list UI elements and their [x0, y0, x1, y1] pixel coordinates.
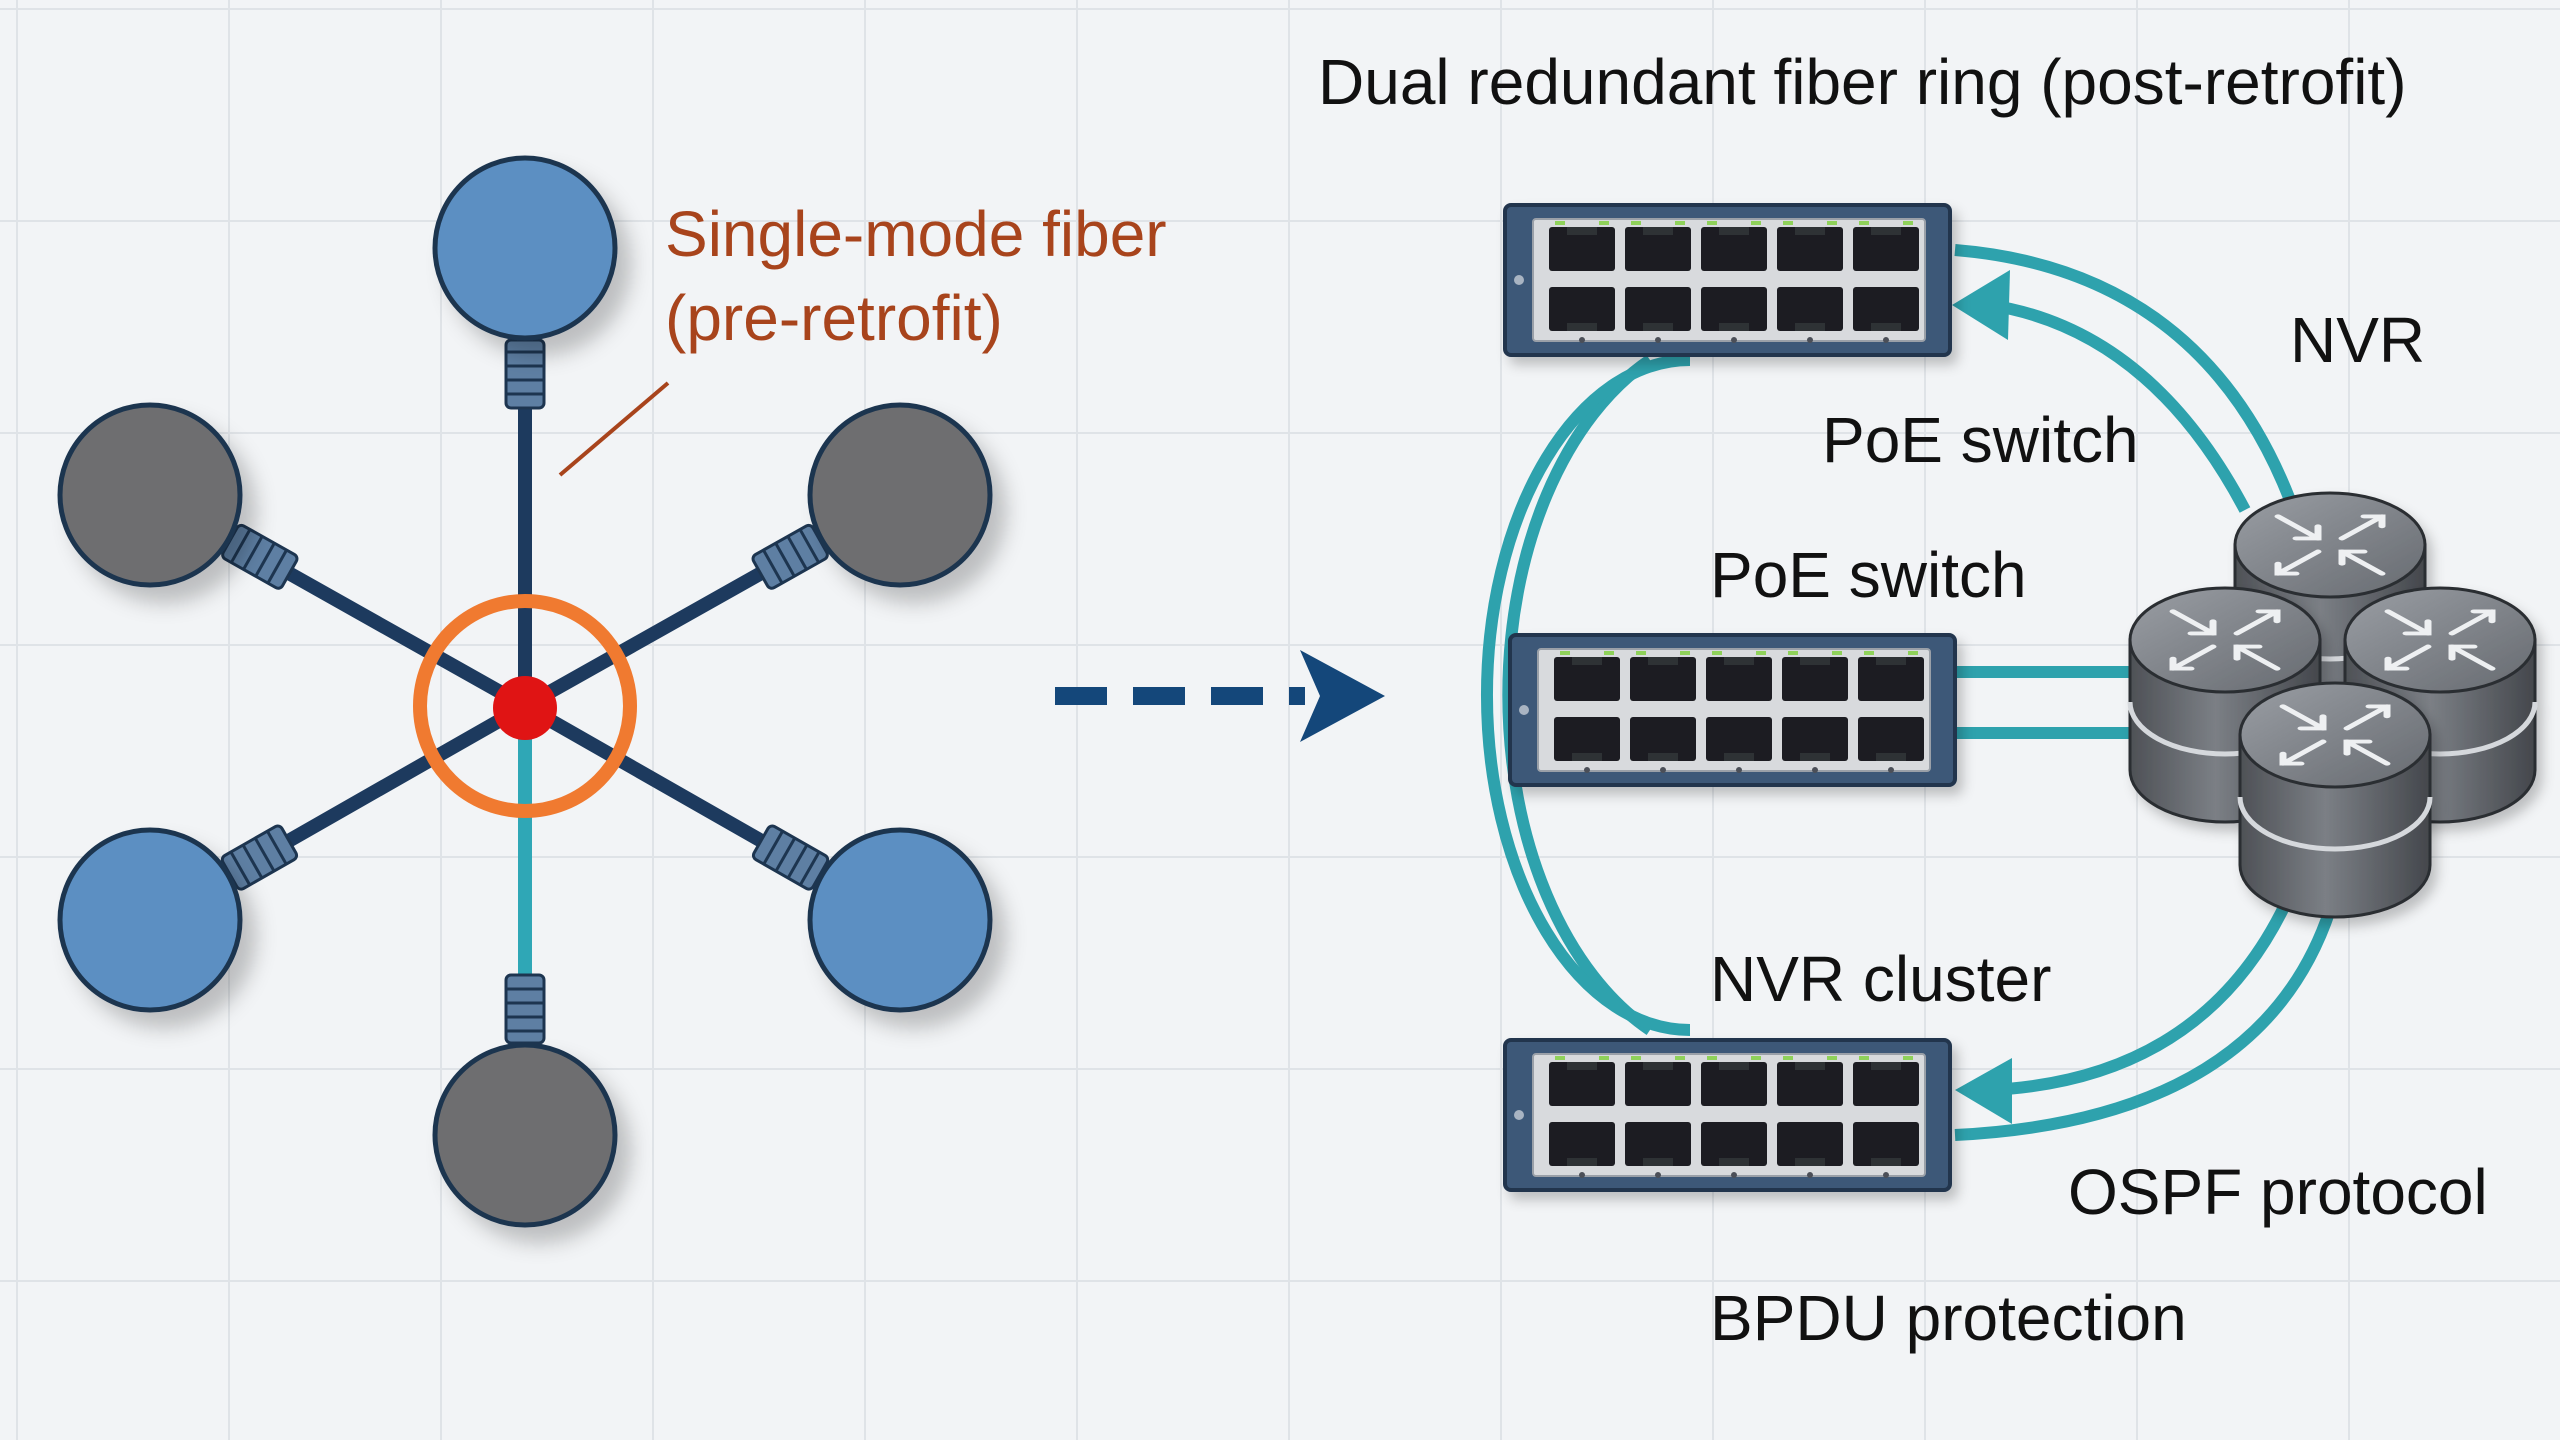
label-bpdu-protection: BPDU protection — [1710, 1282, 2187, 1354]
cable-connectors — [220, 338, 830, 1045]
label-nvr: NVR — [2290, 304, 2425, 376]
fiber-ring-outer-top — [1954, 244, 2296, 503]
network-switch-icon-top — [1503, 203, 1952, 357]
ring-arrowhead-bottom — [1955, 1058, 2012, 1124]
label-poe-switch-mid: PoE switch — [1710, 539, 2027, 611]
node-bottom — [432, 1042, 618, 1228]
connector-top — [504, 338, 546, 410]
fiber-ring-outer-bottom — [1954, 908, 2336, 1141]
label-leader-line — [558, 381, 670, 477]
label-ospf-protocol: OSPF protocol — [2068, 1156, 2488, 1228]
diagram-title: Dual redundant fiber ring (post-retrofit… — [1318, 46, 2407, 118]
label-poe-switch-top: PoE switch — [1822, 404, 2139, 476]
network-switch-icon-middle — [1508, 633, 1957, 787]
network-switches — [1503, 203, 1957, 1192]
network-switch-icon-bottom — [1503, 1038, 1952, 1192]
router-cylinder-icon-front — [2237, 681, 2433, 919]
center-fault-dot — [493, 676, 557, 740]
node-upper-left — [57, 402, 243, 588]
camera-nodes — [57, 155, 993, 1228]
node-top — [432, 155, 618, 341]
connector-upper-right — [751, 523, 829, 590]
pre-retrofit-star-topology — [57, 155, 993, 1228]
router-cluster — [2127, 491, 2538, 919]
node-upper-right — [807, 402, 993, 588]
ring-arrowhead-top — [1952, 270, 2010, 340]
node-lower-left — [57, 827, 243, 1013]
fiber-ring-inner-bottom — [1989, 902, 2291, 1096]
post-retrofit-ring-topology — [1480, 203, 2538, 1192]
fiber-ring-inner-top — [1989, 299, 2251, 513]
fiber-ring-inner-left — [1480, 354, 1691, 1036]
center-hub-ring — [413, 594, 637, 818]
label-nvr-cluster: NVR cluster — [1710, 943, 2051, 1015]
dashed-right-arrow-icon — [1055, 650, 1385, 742]
node-lower-right — [807, 827, 993, 1013]
fiber-label-line2: (pre-retrofit) — [665, 282, 1003, 354]
connector-bottom — [504, 973, 546, 1045]
fiber-label-line1: Single-mode fiber — [665, 198, 1167, 270]
